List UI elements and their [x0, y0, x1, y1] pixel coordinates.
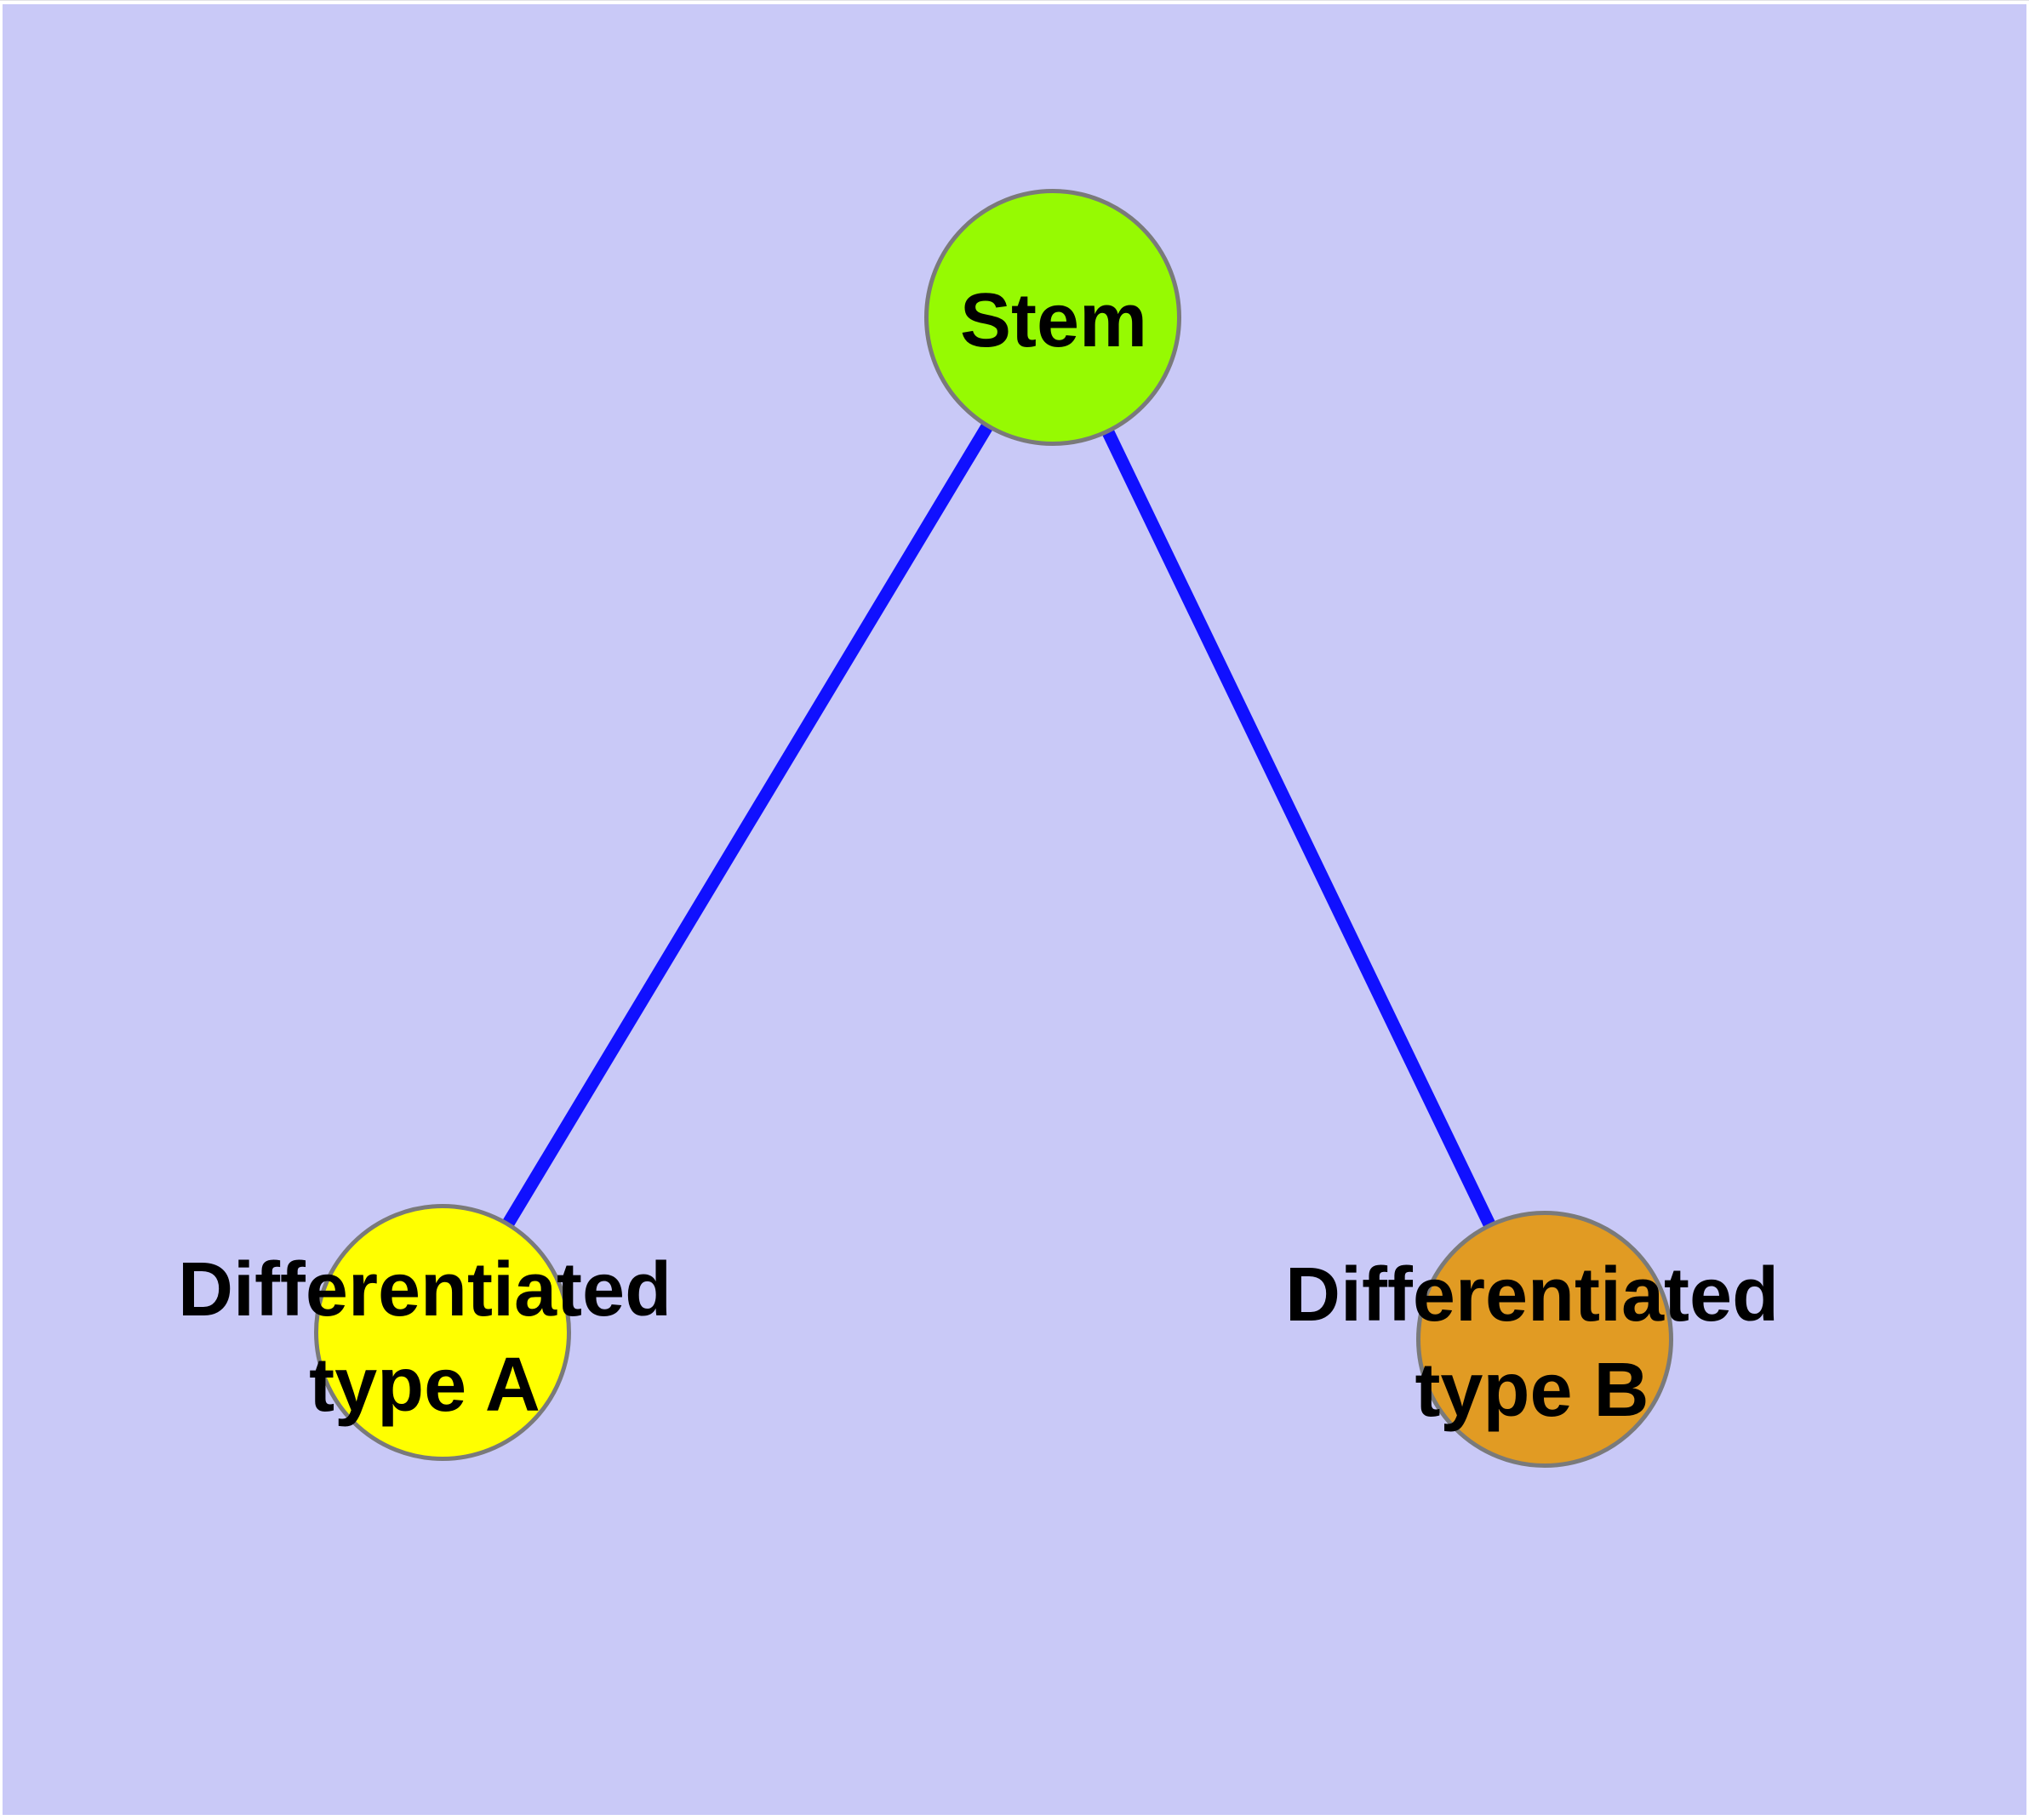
node-stem [924, 189, 1181, 446]
node-stem-label: Stem [959, 278, 1148, 363]
node-differentiated-type-a-label: Differentiated type A [177, 1247, 672, 1428]
node-differentiated-type-a [314, 1204, 571, 1461]
edge-stem-typeB [1047, 314, 1551, 1343]
node-differentiated-type-b [1416, 1211, 1673, 1468]
node-differentiated-type-b-label: Differentiated type B [1284, 1252, 1780, 1433]
edge-stem-typeA [437, 314, 1059, 1336]
